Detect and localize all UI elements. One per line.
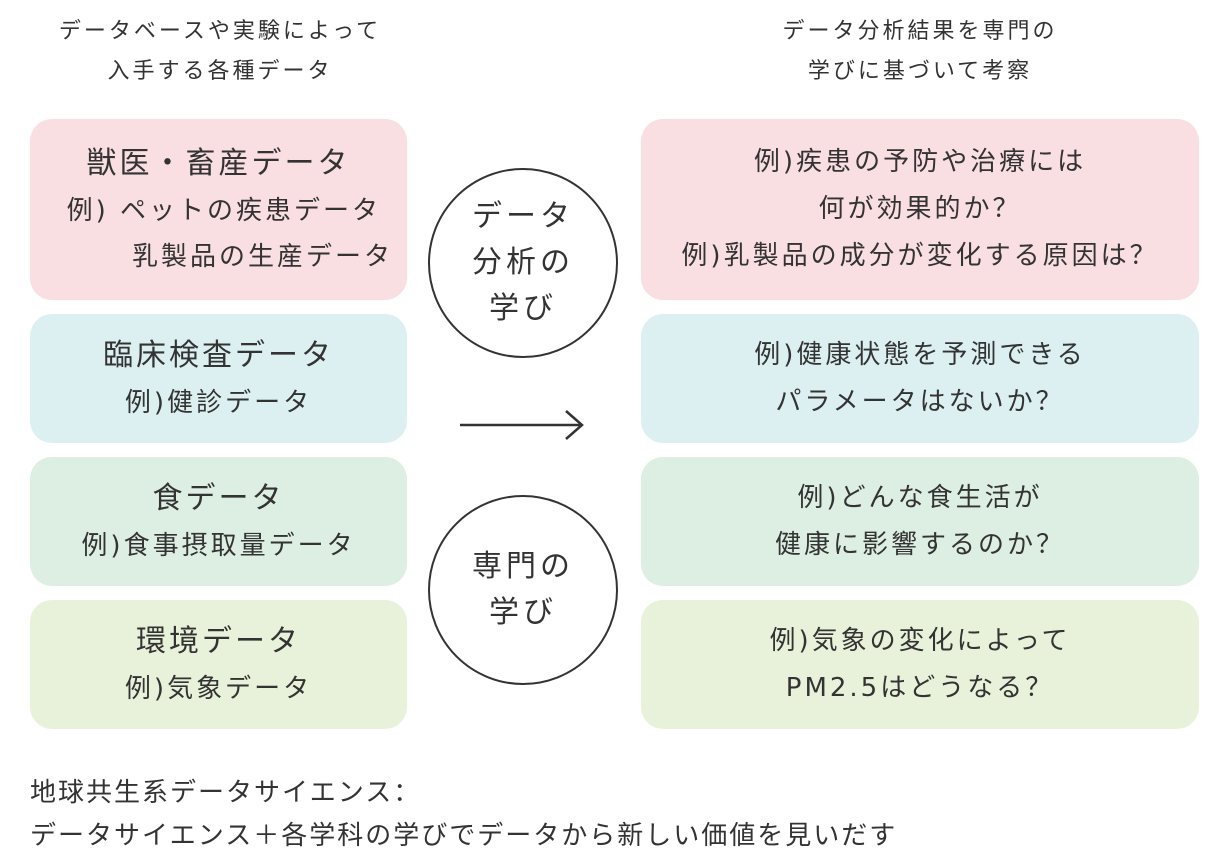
- data-box-example: 例)食事摂取量データ: [81, 530, 356, 561]
- left-header-line-2: 入手する各種データ: [107, 59, 333, 84]
- data-box-example: 例)健診データ: [124, 387, 313, 418]
- circle-text: データ: [472, 199, 574, 234]
- insight-line: 例)疾患の予防や治療には: [753, 147, 1087, 177]
- insight-line: 例)気象の変化によって: [769, 625, 1071, 656]
- circle-text: 学び: [489, 595, 557, 630]
- footer-description: データサイエンス＋各学科の学びでデータから新しい価値を見いだす: [30, 821, 898, 851]
- right-column-header: データ分析結果を専門の 学びに基づいて考察: [720, 12, 1120, 92]
- insight-line: 何が効果的か？: [818, 194, 1022, 224]
- data-box-environment: 環境データ 例)気象データ: [30, 600, 407, 729]
- left-header-line-1: データベースや実験によって: [58, 19, 382, 44]
- insight-line: 健康に影響するのか？: [774, 529, 1065, 560]
- insight-line: 例)乳製品の成分が変化する原因は？: [681, 241, 1159, 271]
- data-box-title: 環境データ: [136, 623, 301, 659]
- insight-box-food: 例)どんな食生活が 健康に影響するのか？: [641, 457, 1199, 586]
- right-header-line-1: データ分析結果を専門の: [782, 19, 1058, 44]
- insight-line: 例)健康状態を予測できる: [754, 339, 1086, 370]
- footer-caption: 地球共生系データサイエンス： データサイエンス＋各学科の学びでデータから新しい価…: [30, 772, 1210, 858]
- data-box-title: 食データ: [152, 480, 285, 516]
- insight-box-veterinary: 例)疾患の予防や治療には 何が効果的か？ 例)乳製品の成分が変化する原因は？: [641, 119, 1199, 300]
- insight-box-environment: 例)気象の変化によって PM2.5はどうなる？: [641, 600, 1199, 729]
- insight-line: PM2.5はどうなる？: [785, 672, 1055, 703]
- right-header-line-2: 学びに基づいて考察: [807, 59, 1033, 84]
- data-box-clinical: 臨床検査データ 例)健診データ: [30, 314, 407, 443]
- data-box-title: 獣医・畜産データ: [86, 145, 351, 181]
- footer-title: 地球共生系データサイエンス：: [30, 778, 422, 808]
- circle-text: 分析の: [472, 245, 574, 280]
- data-box-veterinary: 獣医・畜産データ 例) ペットの疾患データ 乳製品の生産データ: [30, 119, 407, 300]
- left-column-header: データベースや実験によって 入手する各種データ: [20, 12, 420, 92]
- circle-data-analysis: データ 分析の 学び: [428, 168, 618, 358]
- data-box-example: 乳製品の生産データ: [131, 241, 393, 272]
- right-arrow-icon: [460, 410, 584, 440]
- data-box-food: 食データ 例)食事摂取量データ: [30, 457, 407, 586]
- circle-text: 専門の: [472, 549, 574, 584]
- insight-box-clinical: 例)健康状態を予測できる パラメータはないか？: [641, 314, 1199, 443]
- data-box-example: 例) ペットの疾患データ: [66, 195, 381, 226]
- data-box-example: 例)気象データ: [124, 673, 313, 704]
- circle-specialty: 専門の 学び: [428, 495, 618, 685]
- circle-text: 学び: [489, 291, 557, 326]
- data-box-title: 臨床検査データ: [103, 337, 334, 373]
- insight-line: 例)どんな食生活が: [797, 482, 1043, 513]
- insight-line: パラメータはないか？: [775, 386, 1065, 417]
